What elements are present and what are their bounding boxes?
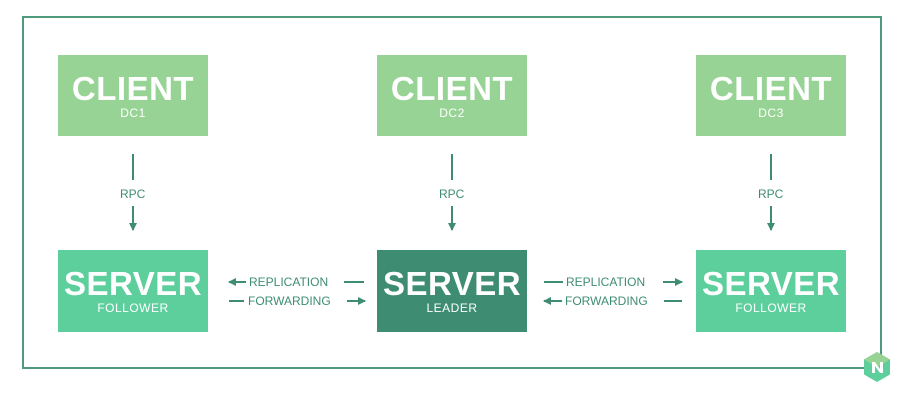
client-dc1-box: CLIENT DC1: [58, 55, 208, 136]
server-follower-right-role: FOLLOWER: [735, 301, 807, 315]
server-follower-right-box: SERVER FOLLOWER: [696, 250, 846, 332]
client-dc3-title: CLIENT: [709, 69, 833, 107]
server-follower-left-box: SERVER FOLLOWER: [58, 250, 208, 332]
server-follower-left-title: SERVER: [63, 265, 203, 302]
server-follower-right-title: SERVER: [701, 265, 841, 302]
server-leader-role: LEADER: [426, 301, 478, 315]
replication-label-left: REPLICATION: [249, 275, 329, 289]
rpc-label-dc3: RPC: [758, 187, 784, 201]
client-dc2-title: CLIENT: [390, 69, 514, 107]
rpc-label-dc2: RPC: [439, 187, 465, 201]
client-dc1-label: DC1: [120, 105, 146, 120]
server-follower-left-role: FOLLOWER: [97, 301, 169, 315]
forwarding-label-right: FORWARDING: [565, 294, 648, 308]
consul-logo-icon: [864, 352, 890, 382]
client-dc3-label: DC3: [758, 105, 784, 120]
client-dc3-box: CLIENT DC3: [696, 55, 846, 136]
client-dc2-label: DC2: [439, 105, 465, 120]
client-dc1-title: CLIENT: [71, 69, 195, 107]
rpc-label-dc1: RPC: [120, 187, 146, 201]
server-leader-title: SERVER: [382, 265, 522, 302]
replication-label-right: REPLICATION: [566, 275, 646, 289]
diagram-frame: [22, 16, 882, 369]
server-leader-box: SERVER LEADER: [377, 250, 527, 332]
client-dc2-box: CLIENT DC2: [377, 55, 527, 136]
forwarding-label-left: FORWARDING: [248, 294, 331, 308]
